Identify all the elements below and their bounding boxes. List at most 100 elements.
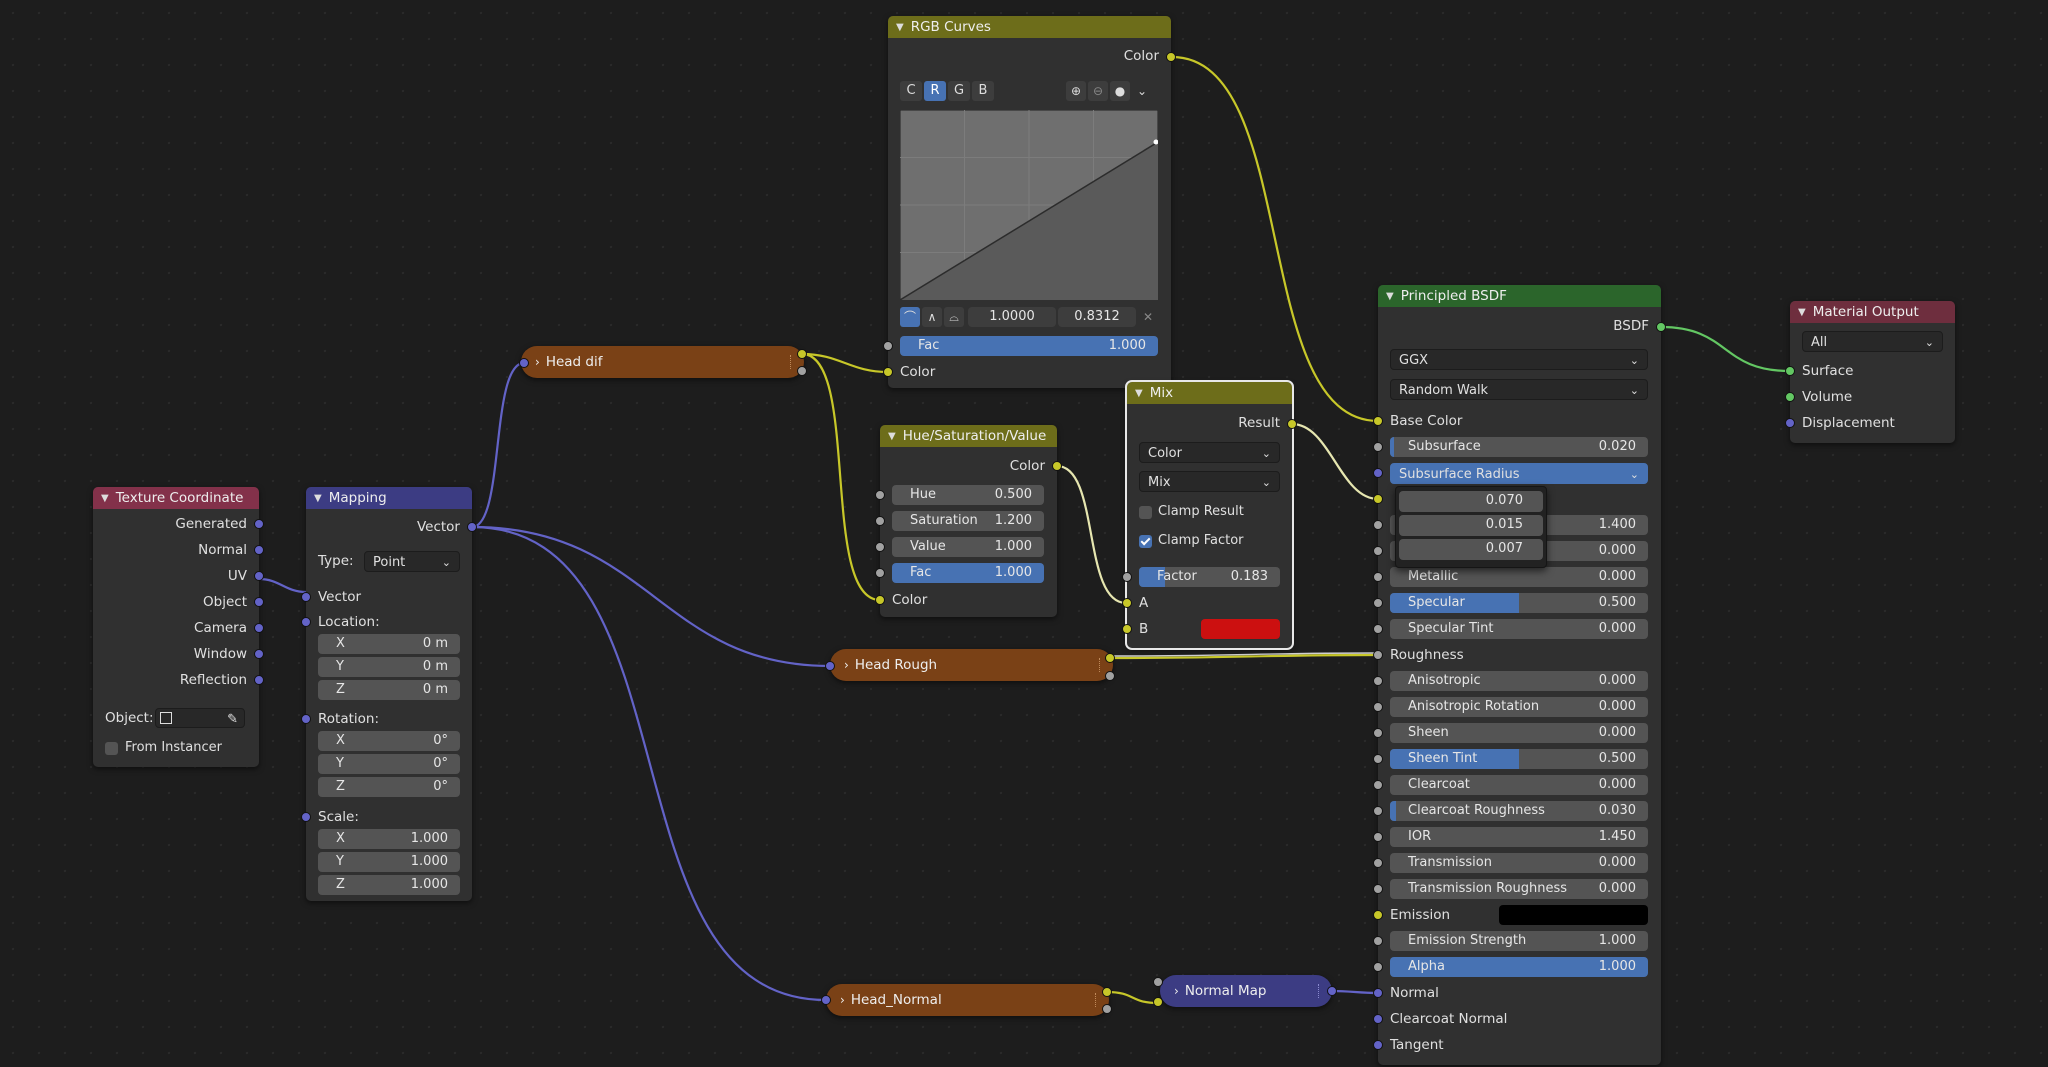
socket-alpha[interactable] xyxy=(1373,962,1383,972)
chevron-down-icon[interactable]: ▼ xyxy=(896,21,904,33)
socket-displacement[interactable] xyxy=(1785,418,1795,428)
socket-b[interactable] xyxy=(1122,624,1132,634)
node-header[interactable]: ▼Material Output xyxy=(1790,301,1955,323)
socket-roughness[interactable] xyxy=(1373,650,1383,660)
socket-transmission[interactable] xyxy=(1373,858,1383,868)
subsurface-radius-dropdown[interactable]: Subsurface Radius⌄ xyxy=(1390,463,1648,484)
socket-vector-out[interactable] xyxy=(467,522,477,532)
distribution-dropdown[interactable]: GGX⌄ xyxy=(1390,349,1648,370)
subsurface-radius-popup[interactable]: 0.070 0.015 0.007 xyxy=(1395,486,1547,568)
socket-normal[interactable] xyxy=(254,545,264,555)
socket-surface[interactable] xyxy=(1785,366,1795,376)
channel-b[interactable]: B xyxy=(972,81,994,101)
socket-base-color[interactable] xyxy=(1373,416,1383,426)
clamp-factor-checkbox[interactable] xyxy=(1139,535,1152,548)
socket-hue[interactable] xyxy=(875,490,885,500)
chevron-down-icon[interactable]: ▼ xyxy=(101,492,109,504)
rgb-curves-node[interactable]: ▼RGB Curves Color C R G B ⊕ ⊖ ● ⌄ ⌒ ∧ ⌓ … xyxy=(883,16,1176,388)
socket-specular[interactable] xyxy=(1373,598,1383,608)
socket-head-dif-alpha[interactable] xyxy=(797,366,807,376)
socket-normal-map-color[interactable] xyxy=(1153,997,1163,1007)
socket-clearcoat[interactable] xyxy=(1373,780,1383,790)
socket-normal-map-strength[interactable] xyxy=(1153,977,1163,987)
socket-value[interactable] xyxy=(875,542,885,552)
socket-result-out[interactable] xyxy=(1287,419,1297,429)
socket-subsurface-color[interactable] xyxy=(1373,494,1383,504)
type-dropdown[interactable]: Point⌄ xyxy=(364,551,460,572)
socket-reflection[interactable] xyxy=(254,675,264,685)
zoom-out-icon[interactable]: ⊖ xyxy=(1088,81,1108,101)
socket-transmission-roughness[interactable] xyxy=(1373,884,1383,894)
node-header[interactable]: ▼RGB Curves xyxy=(888,16,1171,38)
socket-head-rough-color[interactable] xyxy=(1105,653,1115,663)
radius-x-field[interactable]: 0.070 xyxy=(1399,491,1543,512)
socket-bsdf-out[interactable] xyxy=(1656,322,1666,332)
group-node-head-dif[interactable]: ›Head dif xyxy=(521,346,804,378)
vector-handle-icon[interactable]: ∧ xyxy=(922,307,942,327)
node-header[interactable]: ▼Mapping xyxy=(306,487,472,509)
socket-color-in[interactable] xyxy=(883,367,893,377)
b-color-swatch[interactable] xyxy=(1201,619,1280,639)
point-y-field[interactable]: 0.8312 xyxy=(1058,307,1136,327)
socket-generated[interactable] xyxy=(254,519,264,529)
socket-tangent[interactable] xyxy=(1373,1040,1383,1050)
chevron-right-icon[interactable]: › xyxy=(840,993,845,1007)
object-picker[interactable]: ✎ xyxy=(155,708,245,728)
channel-g[interactable]: G xyxy=(948,81,970,101)
from-instancer-checkbox[interactable] xyxy=(105,742,118,755)
chevron-down-icon[interactable]: ▼ xyxy=(1386,290,1394,302)
group-node-head-normal[interactable]: ›Head_Normal xyxy=(826,984,1109,1016)
socket-head-normal-alpha[interactable] xyxy=(1102,1004,1112,1014)
channel-c[interactable]: C xyxy=(900,81,922,101)
zoom-in-icon[interactable]: ⊕ xyxy=(1066,81,1086,101)
socket-saturation[interactable] xyxy=(875,516,885,526)
socket-window[interactable] xyxy=(254,649,264,659)
chevron-right-icon[interactable]: › xyxy=(535,355,540,369)
socket-color-out[interactable] xyxy=(1166,52,1176,62)
socket-subsurface-anisotropy[interactable] xyxy=(1373,546,1383,556)
chevron-right-icon[interactable]: › xyxy=(844,658,849,672)
eyedropper-icon[interactable]: ✎ xyxy=(227,712,238,727)
chevron-down-icon[interactable]: ▼ xyxy=(1798,306,1806,318)
socket-normal[interactable] xyxy=(1373,988,1383,998)
socket-head-rough-in[interactable] xyxy=(825,661,835,671)
mapping-node[interactable]: ▼Mapping Vector Type: Point⌄ Vector Loca… xyxy=(301,487,477,901)
socket-sheen[interactable] xyxy=(1373,728,1383,738)
node-header[interactable]: ▼Mix xyxy=(1127,382,1292,404)
chevron-down-icon[interactable]: ▼ xyxy=(888,430,896,442)
socket-anisotropic[interactable] xyxy=(1373,676,1383,686)
socket-normal-map-out[interactable] xyxy=(1327,986,1337,996)
blend-mode-dropdown[interactable]: Mix⌄ xyxy=(1139,471,1280,492)
socket-subsurface-ior[interactable] xyxy=(1373,520,1383,530)
socket-color-out[interactable] xyxy=(1052,461,1062,471)
socket-fac[interactable] xyxy=(883,341,893,351)
clamp-result-checkbox[interactable] xyxy=(1139,506,1152,519)
socket-sheen-tint[interactable] xyxy=(1373,754,1383,764)
socket-subsurface-radius[interactable] xyxy=(1373,468,1383,478)
auto-clamped-handle-icon[interactable]: ⌓ xyxy=(944,307,964,327)
node-header[interactable]: ▼Hue/Saturation/Value xyxy=(880,425,1057,447)
chevron-down-icon[interactable]: ▼ xyxy=(314,492,322,504)
radius-y-field[interactable]: 0.015 xyxy=(1399,515,1543,536)
target-dropdown[interactable]: All⌄ xyxy=(1802,331,1943,352)
subsurface-method-dropdown[interactable]: Random Walk⌄ xyxy=(1390,379,1648,400)
chevron-down-icon[interactable]: ⌄ xyxy=(1136,84,1148,98)
socket-metallic[interactable] xyxy=(1373,572,1383,582)
